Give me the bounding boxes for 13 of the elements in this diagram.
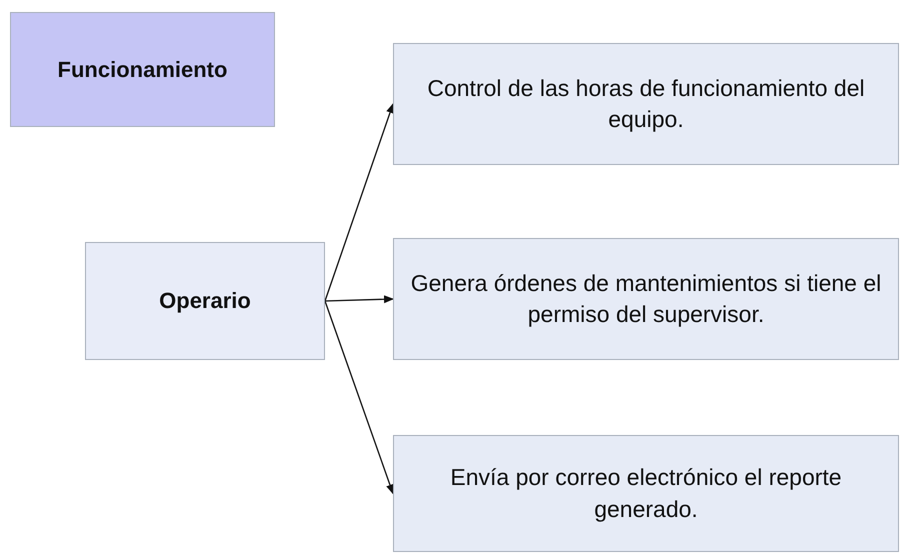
text-box — [393, 43, 899, 165]
arrow — [324, 300, 394, 494]
text-box — [10, 12, 275, 127]
box-text: Funcionamiento — [56, 56, 228, 84]
text-box — [85, 242, 325, 360]
text-box — [393, 435, 899, 552]
box-text: Operario — [158, 287, 252, 316]
arrow — [324, 103, 394, 302]
box-text: Envía por correo electrónico el reporte generado. — [449, 463, 843, 524]
text-box — [393, 238, 899, 360]
box-text: Genera órdenes de mantenimientos si tiene el permiso del supervisor. — [410, 268, 882, 329]
arrow — [324, 295, 394, 304]
box-text: Control de las horas de funcionamiento del equipo. — [426, 74, 866, 134]
